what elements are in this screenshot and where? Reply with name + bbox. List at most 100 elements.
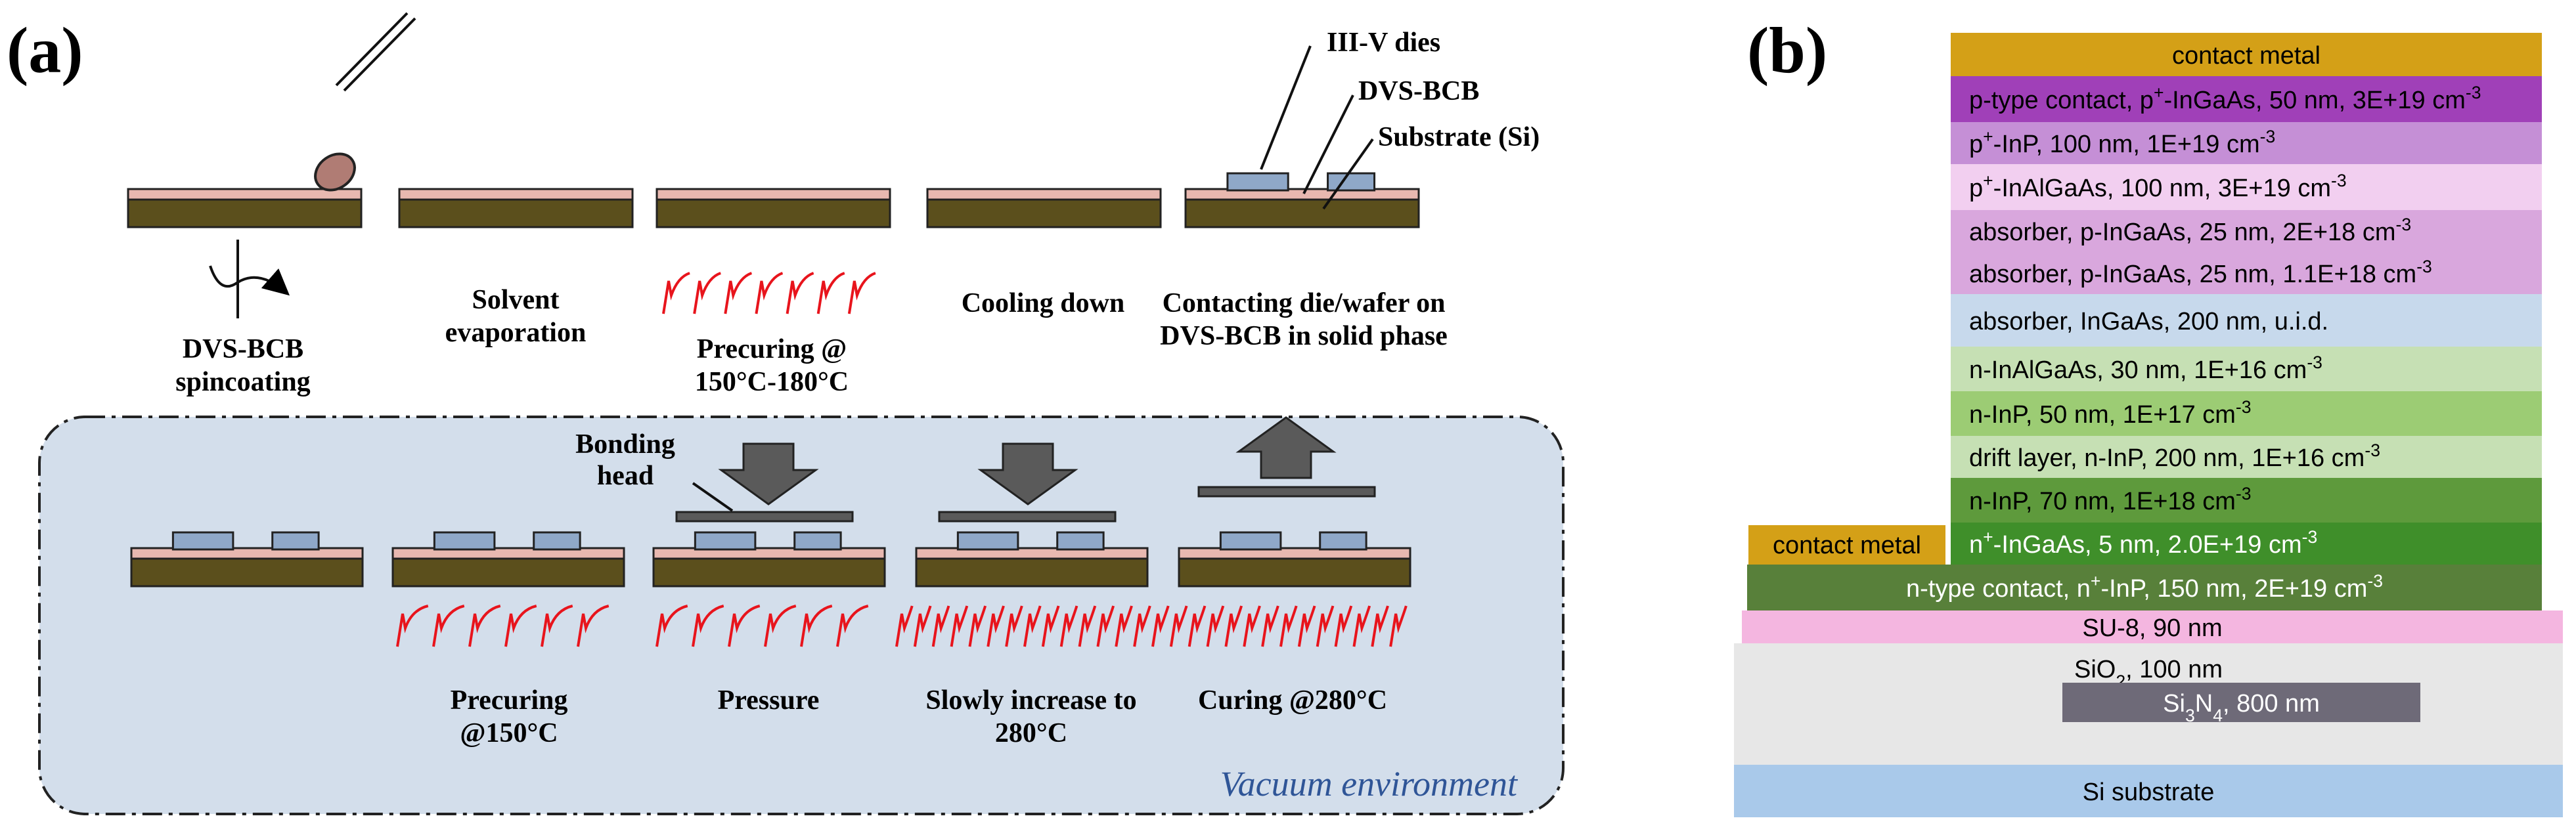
bonding-head-label-line1: Bonding (575, 429, 675, 460)
si-substrate (915, 556, 1149, 588)
top-step-2-caption-line1: Solvent (472, 285, 559, 315)
si-substrate (1184, 197, 1420, 228)
layer-5: absorber, p-InGaAs, 25 nm, 2E+18 cm-3 (1951, 210, 2542, 252)
step-captions: DVS-BCBspincoatingSolventevaporationPrec… (175, 285, 1448, 748)
layer-fill (1734, 765, 2563, 817)
si-substrate (1178, 556, 1411, 588)
layer-fill (1951, 76, 2542, 122)
si-substrate (926, 197, 1162, 228)
layer-9-label: n-InP, 50 nm, 1E+17 cm-3 (1969, 397, 2252, 429)
iii-v-die (1327, 172, 1376, 192)
bottom-step-2-caption-line1: Precuring (451, 685, 568, 716)
press-down-arrow (977, 442, 1078, 505)
layer-11-label: n-InP, 70 nm, 1E+18 cm-3 (1969, 484, 2252, 515)
layer-14-label: SU-8, 90 nm (2082, 614, 2222, 642)
layer-10-label: drift layer, n-InP, 200 nm, 1E+16 cm-3 (1969, 440, 2380, 472)
heat-icon (396, 605, 610, 647)
layer-7-label: absorber, InGaAs, 200 nm, u.i.d. (1969, 308, 2328, 335)
bcb-layer (652, 547, 886, 560)
bottom-step-2-caption-line2: @150°C (460, 718, 558, 748)
top-step-5-caption-line2: DVS-BCB in solid phase (1160, 321, 1448, 351)
layer-8: n-InAlGaAs, 30 nm, 1E+16 cm-3 (1951, 347, 2542, 391)
top-step-5-caption-line1: Contacting die/wafer on (1163, 288, 1446, 318)
layer-6: absorber, p-InGaAs, 25 nm, 1.1E+18 cm-3 (1951, 252, 2542, 294)
callout-substrate: Substrate (Si) (1378, 122, 1540, 152)
iii-v-die (1219, 531, 1282, 551)
bcb-layer (130, 547, 364, 560)
bottom-step-3-caption-line1: Pressure (718, 685, 820, 716)
si-substrate (130, 556, 364, 588)
layer-1-label: contact metal (2172, 42, 2321, 70)
top-wafer-4 (926, 188, 1162, 228)
layer-6-label: absorber, p-InGaAs, 25 nm, 1.1E+18 cm-3 (1969, 257, 2432, 288)
si-substrate (652, 556, 886, 588)
layer-13: n-type contact, n+-InP, 150 nm, 2E+19 cm… (1747, 565, 2542, 610)
bonding-head-plate (675, 511, 854, 523)
iii-v-die (271, 531, 320, 551)
bcb-layer (926, 188, 1162, 201)
layer-12: n+-InGaAs, 5 nm, 2.0E+19 cm-3 (1951, 523, 2542, 565)
side-contact-label: contact metal (1773, 532, 1921, 559)
layer-15-label: SiO2, 100 nm (2074, 656, 2223, 691)
bottom-step-5-caption-line1: Curing @280°C (1198, 685, 1387, 716)
bonding-head-label-line2: head (597, 461, 654, 491)
bottom-wafer-5 (1178, 531, 1411, 588)
pipette-icon (314, 12, 416, 192)
callout-lines (1260, 45, 1374, 210)
bonding-head-plate (1197, 486, 1376, 498)
layer-17-label: Si substrate (2083, 779, 2215, 806)
bottom-step-4-caption-line2: 280°C (995, 718, 1067, 748)
layer-3: p+-InP, 100 nm, 1E+19 cm-3 (1951, 122, 2542, 164)
top-step-3-caption-line1: Precuring @ (697, 334, 847, 364)
bcb-layer (655, 188, 891, 201)
si-substrate (655, 197, 891, 228)
iii-v-die (793, 531, 842, 551)
layer-fill (1951, 252, 2542, 294)
layer-13-label: n-type contact, n+-InP, 150 nm, 2E+19 cm… (1906, 571, 2383, 603)
bottom-wafer-3 (652, 531, 886, 588)
bottom-wafer-1 (130, 531, 364, 588)
iii-v-die (533, 531, 581, 551)
vacuum-environment-region (38, 416, 1565, 815)
panel-a-label: (a) (7, 14, 83, 87)
iii-v-die (1319, 531, 1367, 551)
layer-16: Si3N4, 800 nm (2062, 683, 2420, 725)
layer-10: drift layer, n-InP, 200 nm, 1E+16 cm-3 (1951, 436, 2542, 478)
top-step-3-caption-line2: 150°C-180°C (695, 367, 849, 397)
top-step-1-caption-line1: DVS-BCB (183, 334, 303, 364)
layer-4: p+-InAlGaAs, 100 nm, 3E+19 cm-3 (1951, 164, 2542, 210)
layer-2: p-type contact, p+-InGaAs, 50 nm, 3E+19 … (1951, 76, 2542, 122)
heat-icon (1151, 605, 1408, 647)
top-row-process (127, 172, 1420, 314)
layer-fill (2062, 683, 2420, 722)
top-step-2-caption-line2: evaporation (445, 318, 587, 348)
top-wafer-2 (398, 188, 634, 228)
press-down-arrow (718, 442, 819, 505)
bcb-layer (915, 547, 1149, 560)
lift-up-arrow (1235, 416, 1337, 479)
vacuum-environment-label: Vacuum environment (1220, 764, 1519, 803)
layer-fill (1747, 565, 2542, 610)
layer-fill (1951, 347, 2542, 391)
heat-icon (895, 605, 1151, 647)
bottom-wafer-4 (915, 531, 1149, 588)
layer-16-label: Si3N4, 800 nm (2163, 690, 2320, 725)
layer-14: SU-8, 90 nm (1742, 610, 2563, 643)
side-contact-fill (1748, 525, 1945, 565)
layer-fill (1951, 391, 2542, 436)
bottom-step-4-caption-line1: Slowly increase to (925, 685, 1136, 716)
top-wafer-5 (1184, 172, 1420, 228)
top-wafer-1 (127, 188, 363, 228)
bcb-layer (391, 547, 625, 560)
layer-8-label: n-InAlGaAs, 30 nm, 1E+16 cm-3 (1969, 353, 2322, 384)
layer-fill (1742, 610, 2563, 643)
iii-v-die (1226, 172, 1289, 192)
layer-fill (1951, 523, 2542, 565)
layer-4-label: p+-InAlGaAs, 100 nm, 3E+19 cm-3 (1969, 171, 2347, 202)
callout-dvs-bcb: DVS-BCB (1358, 76, 1479, 106)
layer-7: absorber, InGaAs, 200 nm, u.i.d. (1951, 294, 2542, 347)
layer-9: n-InP, 50 nm, 1E+17 cm-3 (1951, 391, 2542, 436)
iii-v-die (171, 531, 234, 551)
